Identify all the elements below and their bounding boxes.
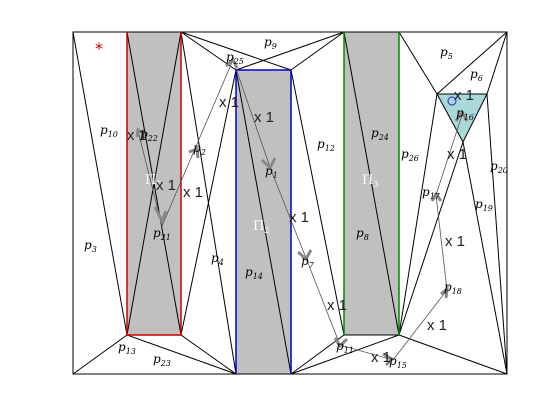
arrowhead-7 bbox=[382, 352, 395, 367]
arrowhead-3 bbox=[225, 57, 239, 69]
weight-label: x 1 bbox=[254, 109, 274, 126]
point-label-p25: p25 bbox=[226, 50, 244, 66]
weight-label: x 1 bbox=[156, 177, 176, 194]
point-label-p8: p8 bbox=[356, 226, 369, 242]
point-label-p19: p19 bbox=[475, 197, 493, 213]
arrowhead-9 bbox=[430, 191, 443, 202]
weight-label: x 1 bbox=[371, 349, 391, 366]
weight-label: x 1 bbox=[219, 94, 239, 111]
point-label-p1: p1 bbox=[265, 164, 278, 180]
point-label-p23: p23 bbox=[153, 352, 171, 368]
point-label-p24: p24 bbox=[371, 126, 389, 142]
weight-label: x 1 bbox=[183, 184, 203, 201]
point-label-p22: p22 bbox=[140, 127, 158, 143]
point-label-p16: p16 bbox=[456, 106, 474, 122]
region-labels: Π1 Π2 Π3 bbox=[145, 173, 378, 235]
arrowhead-4 bbox=[260, 157, 277, 171]
point-label-p18: p18 bbox=[444, 280, 462, 296]
point-label-p2: p2 bbox=[193, 141, 206, 157]
arrowhead-2 bbox=[188, 146, 200, 159]
weight-label: x 1 bbox=[447, 146, 467, 163]
start-marker bbox=[447, 96, 457, 106]
arrowhead-11 bbox=[135, 127, 145, 138]
weight-label: x 1 bbox=[127, 127, 147, 144]
arrow-path bbox=[135, 57, 469, 367]
point-label-p3: p3 bbox=[84, 238, 97, 254]
arrowhead-1 bbox=[153, 206, 168, 225]
point-label-p4: p4 bbox=[211, 251, 224, 267]
weight-label: x 1 bbox=[445, 233, 465, 250]
point-label-p12: p12 bbox=[317, 137, 335, 153]
arrowhead-10 bbox=[454, 109, 469, 122]
corner-star: * bbox=[95, 39, 103, 58]
point-labels: p1 p2 p3 p4 p5 p6 p7 p8 p9 p10 p11 p12 p… bbox=[84, 35, 508, 370]
region-borders bbox=[126, 32, 400, 374]
teal-triangle bbox=[436, 93, 488, 144]
point-label-p11: p11 bbox=[336, 339, 354, 355]
point-label-p10: p10 bbox=[100, 123, 118, 139]
region-label-pi3: Π3 bbox=[362, 173, 378, 189]
point-label-p26: p26 bbox=[401, 147, 419, 163]
region-label-pi1: Π1 bbox=[145, 173, 161, 189]
weight-label: x 1 bbox=[427, 317, 447, 334]
weight-labels: x 1 x 1 x 1 x 1 x 1 x 1 x 1 x 1 x 1 x 1 … bbox=[127, 87, 474, 366]
point-label-p15: p15 bbox=[389, 354, 407, 370]
arrowhead-5 bbox=[297, 249, 313, 262]
region-label-pi2: Π2 bbox=[253, 219, 269, 235]
arrowhead-8 bbox=[440, 285, 449, 299]
point-label-p6: p6 bbox=[470, 67, 483, 83]
point-label-p9: p9 bbox=[264, 35, 277, 51]
point-label-p5: p5 bbox=[440, 45, 453, 61]
point-label-p17: p17 bbox=[422, 185, 441, 201]
point-label-p13: p13 bbox=[118, 340, 136, 356]
point-label-p7: p7 bbox=[301, 254, 315, 270]
point-label-p21: p21 bbox=[153, 226, 171, 242]
point-label-p14: p14 bbox=[245, 265, 263, 281]
weight-label: x 1 bbox=[454, 87, 474, 104]
weight-label: x 1 bbox=[289, 209, 309, 226]
weight-label: x 1 bbox=[327, 297, 347, 314]
arrowhead-6 bbox=[333, 337, 349, 349]
point-label-p20: p20 bbox=[490, 159, 508, 175]
